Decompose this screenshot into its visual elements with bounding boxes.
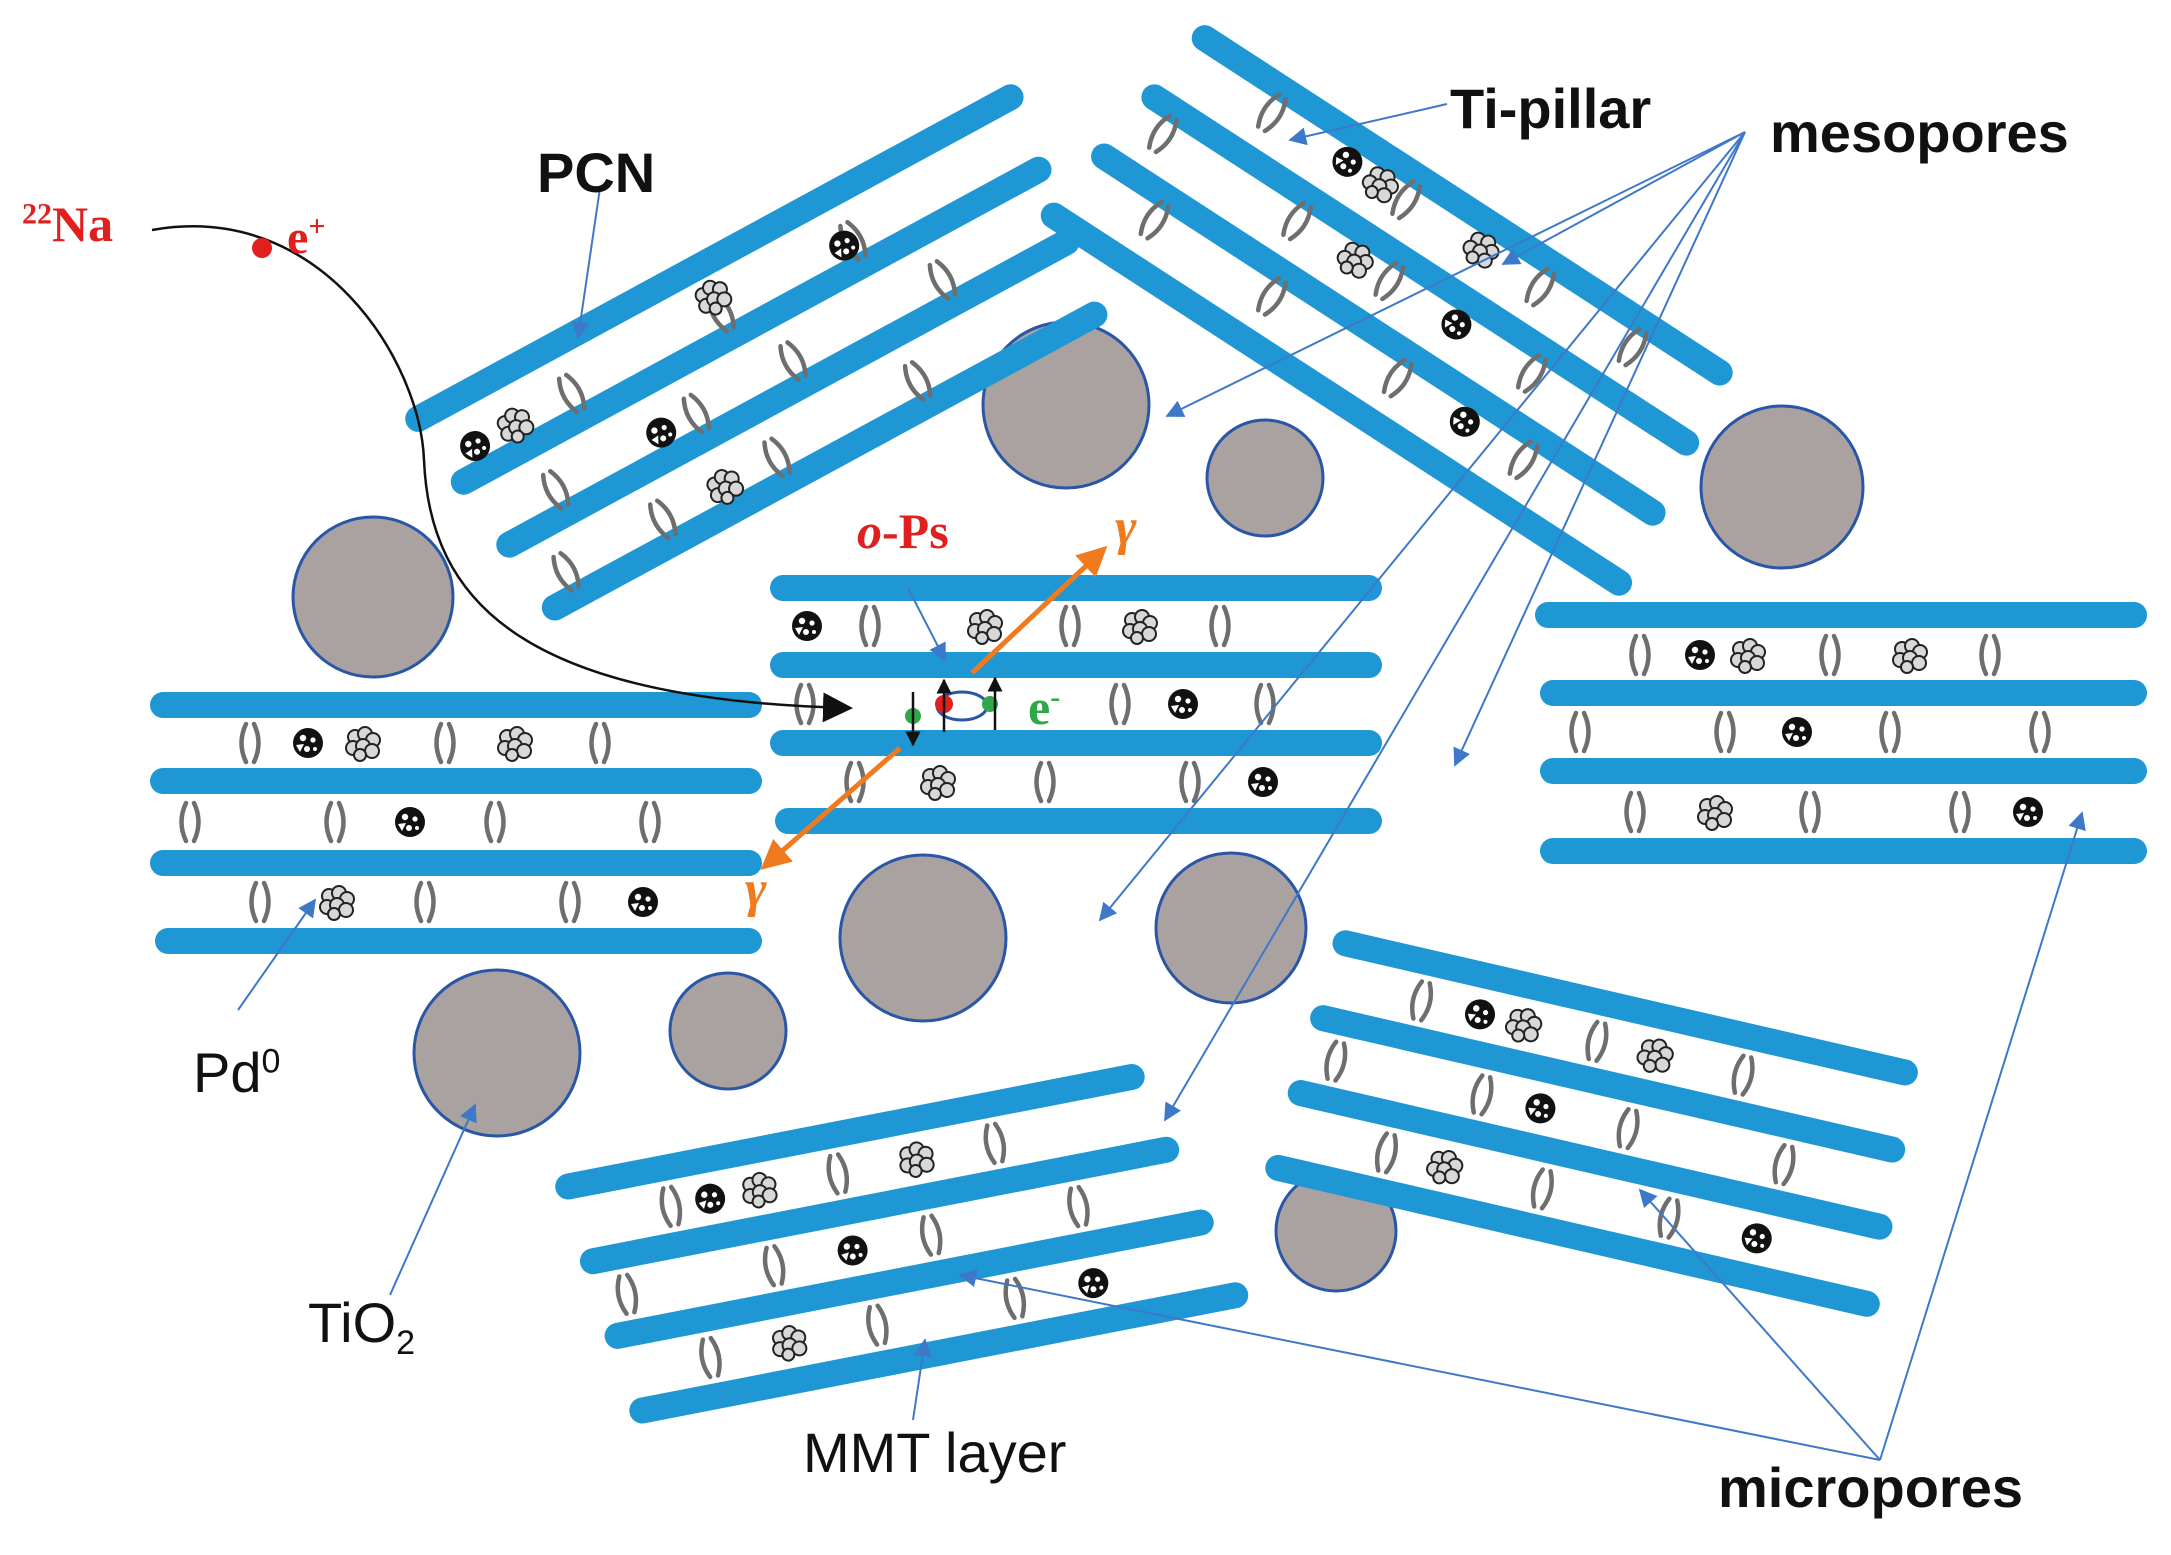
tio2-pore (291, 515, 455, 679)
mmt-stack-bottom-left (555, 1064, 1249, 1424)
gamma-top-label: γ (1115, 499, 1137, 556)
tio2-pores (291, 320, 1865, 1293)
ti-pillar-label: Ti-pillar (1450, 77, 1652, 140)
pcn-label: PCN (537, 141, 656, 204)
tio2-pore (1154, 851, 1308, 1005)
positron-label: e+ (287, 210, 326, 264)
positron-track (151, 225, 853, 723)
source-label: 22Na (22, 196, 114, 252)
tio2-pore (668, 971, 788, 1091)
mmt-stack-upper-left (405, 84, 1108, 621)
tio2-label: TiO2 (308, 1291, 416, 1363)
mmt-stack-right (1535, 602, 2147, 864)
tio2-pore (1205, 418, 1325, 538)
tio2-pore (838, 853, 1008, 1023)
tio2-pore (412, 968, 582, 1138)
mmt-layer-label: MMT layer (803, 1421, 1067, 1484)
electron-label: e- (1028, 679, 1061, 735)
mmt-stack-center[interactable] (770, 575, 1382, 834)
pd-label: Pd0 (193, 1041, 281, 1104)
ops-annihilation (760, 545, 1108, 870)
tio2-pore (1699, 404, 1865, 570)
mmt-stack-upper-right (1040, 25, 1733, 596)
mesopores-label: mesopores (1770, 101, 2069, 164)
mmt-stack-bottom-right (1265, 930, 1918, 1317)
micropores-label: micropores (1718, 1456, 2023, 1519)
gamma-bottom-label: γ (745, 861, 767, 918)
ops-label: o-Ps (857, 503, 949, 559)
leader-arrows (237, 103, 2086, 1461)
positron-dot (252, 238, 272, 258)
mmt-stack-left (150, 692, 762, 954)
